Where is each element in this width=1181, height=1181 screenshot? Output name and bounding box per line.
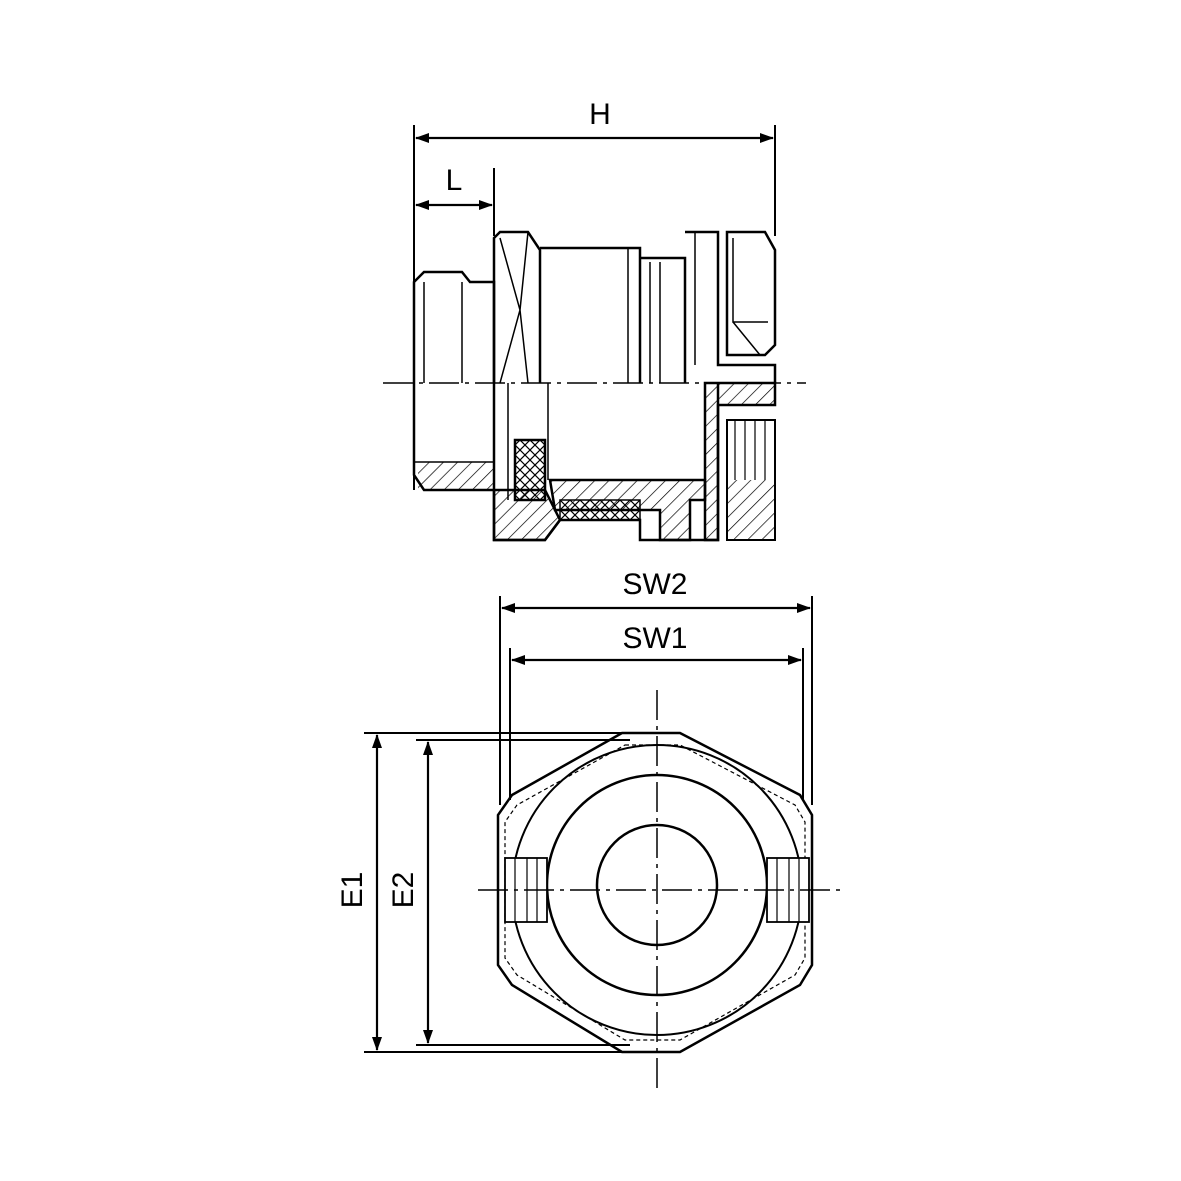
- side-section-view: [383, 125, 806, 542]
- label-sw2: SW2: [622, 568, 687, 601]
- label-sw1: SW1: [622, 622, 687, 655]
- label-e2: E2: [387, 872, 420, 909]
- label-l: L: [446, 164, 463, 197]
- label-e1: E1: [336, 872, 369, 909]
- hex-outline: [496, 731, 814, 1054]
- end-view: [364, 596, 845, 1090]
- label-h: H: [589, 98, 611, 131]
